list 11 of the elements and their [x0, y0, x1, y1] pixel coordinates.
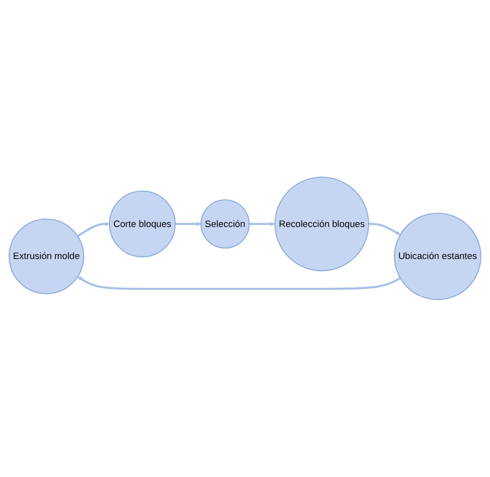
- arrow: [249, 222, 276, 226]
- arrow: [368, 223, 400, 236]
- arrow: [77, 222, 110, 238]
- arrow: [175, 222, 202, 226]
- node-circle: [394, 212, 482, 300]
- node-circle: [274, 176, 370, 272]
- node-circle: [200, 200, 250, 249]
- arrow: [77, 276, 401, 290]
- node-circle: [8, 218, 84, 294]
- node-circle: [108, 190, 176, 258]
- cycle-diagram: Extrusión molde Corte bloques Selección Recolección bloques Ubicación estantes: [5, 173, 485, 304]
